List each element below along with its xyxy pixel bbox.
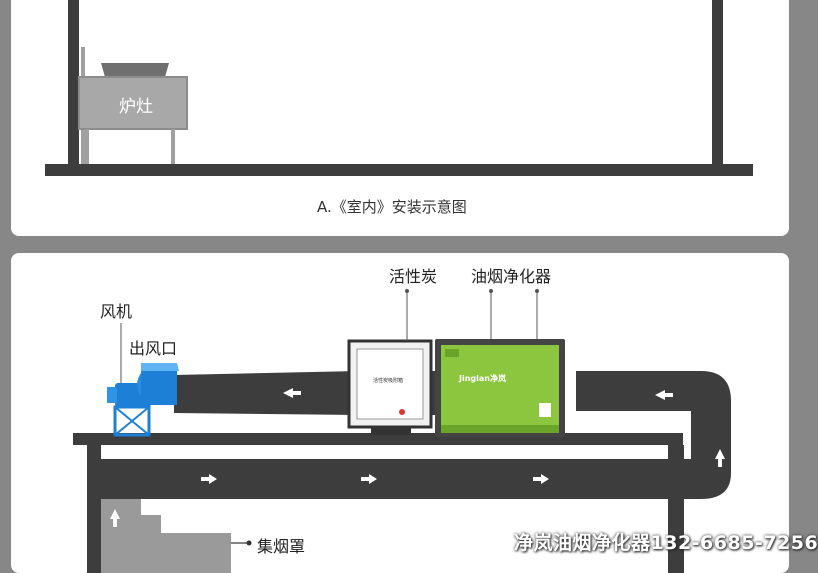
fan-label: 风机 [100, 302, 133, 321]
wall-left [87, 445, 101, 573]
upper-duct [174, 371, 359, 415]
watermark: 净岚油烟净化器132-6685-7256 [514, 532, 818, 554]
purifier-label: 油烟净化器 [471, 267, 552, 286]
stove [78, 47, 188, 164]
carbon-box [347, 339, 433, 435]
indoor-panel: 炉灶 A.《室内》安装示意图 [11, 0, 789, 236]
left-wall [68, 0, 79, 170]
floor [45, 164, 753, 176]
outlet-label: 出风口 [129, 339, 178, 358]
return-duct-bend [576, 371, 731, 499]
carbon-box-text: 活性炭吸附箱 [373, 378, 404, 384]
outdoor-diagram [73, 289, 731, 573]
carbon-label: 活性炭 [389, 267, 438, 286]
right-wall [712, 0, 723, 170]
fan [107, 363, 179, 437]
purifier-brand: Jinglan净岚 [459, 374, 506, 383]
indoor-caption: A.《室内》安装示意图 [317, 198, 467, 216]
lower-duct [101, 459, 668, 499]
purifier [435, 339, 565, 437]
hood-label: 集烟罩 [257, 537, 306, 556]
indoor-diagram [45, 0, 753, 176]
outdoor-panel: 风机 出风口 活性炭 油烟净化器 集烟罩 活性炭吸附箱 Jinglan净岚 [11, 253, 789, 573]
hood-block [101, 499, 231, 573]
flow-arrows [110, 388, 725, 527]
stove-label: 炉灶 [119, 97, 153, 117]
